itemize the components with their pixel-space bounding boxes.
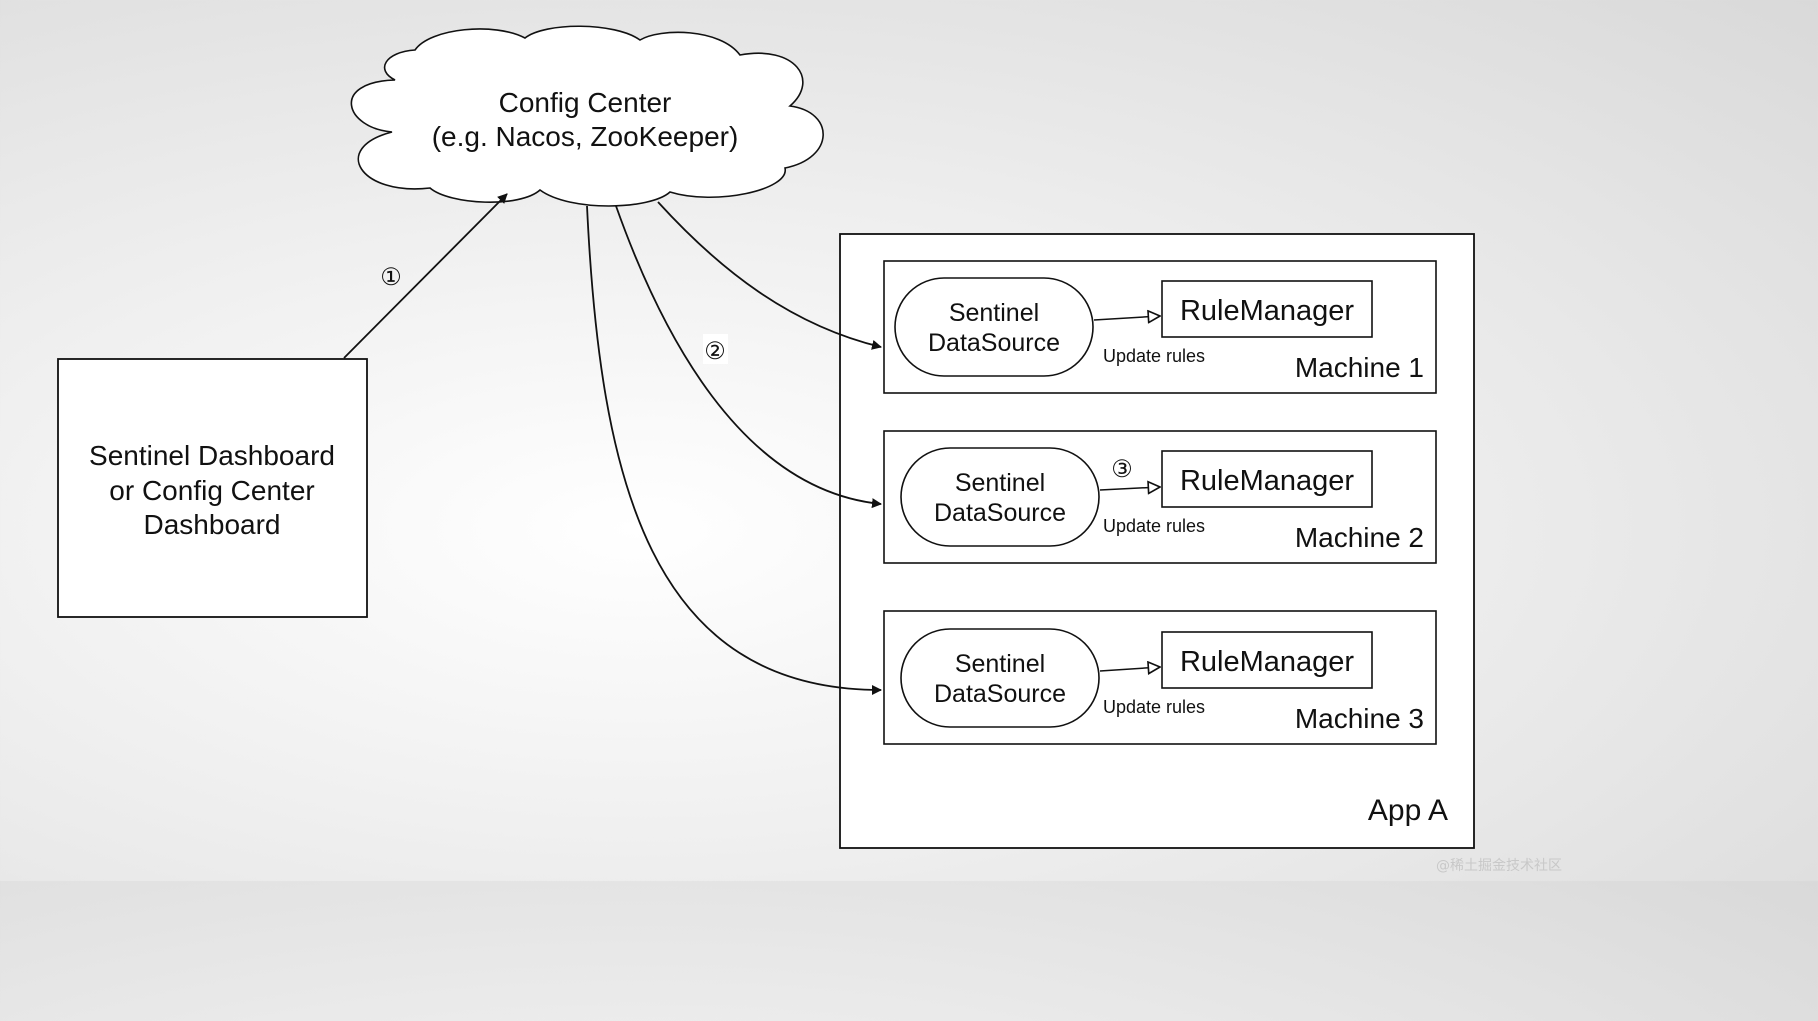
update-rules-label: Update rules bbox=[1103, 516, 1205, 536]
step-3-marker: ③ bbox=[1111, 456, 1133, 483]
step-2-marker: ② bbox=[704, 338, 726, 365]
config-center-subtitle: (e.g. Nacos, ZooKeeper) bbox=[432, 121, 739, 152]
rule-manager-node bbox=[1161, 450, 1373, 508]
dashboard-label-line3: Dashboard bbox=[144, 509, 281, 540]
update-rules-label: Update rules bbox=[1103, 346, 1205, 366]
datasource-label-line2: DataSource bbox=[934, 680, 1066, 708]
datasource-label-line2: DataSource bbox=[928, 329, 1060, 357]
machine-label: Machine 2 bbox=[1295, 522, 1424, 553]
machine-3: Sentinel DataSource RuleManager Update r… bbox=[883, 610, 1437, 745]
dashboard-box: Sentinel Dashboard or Config Center Dash… bbox=[57, 358, 368, 618]
datasource-node bbox=[900, 447, 1100, 547]
datasource-label-line1: Sentinel bbox=[955, 469, 1045, 497]
rule-manager-node bbox=[1161, 280, 1373, 338]
watermark: @稀土掘金技术社区 bbox=[1436, 858, 1562, 874]
datasource-label-line1: Sentinel bbox=[955, 650, 1045, 678]
datasource-node bbox=[900, 628, 1100, 728]
app-label: App A bbox=[1368, 794, 1448, 827]
push-rules-arrow bbox=[343, 193, 508, 359]
dashboard-label-line2: or Config Center bbox=[109, 475, 314, 506]
machine-label: Machine 1 bbox=[1295, 352, 1424, 383]
rule-manager-label: RuleManager bbox=[1180, 465, 1354, 497]
update-rules-arrow bbox=[1099, 487, 1160, 490]
datasource-label-line2: DataSource bbox=[934, 499, 1066, 527]
push-to-machine-3-arrow bbox=[586, 205, 882, 695]
rule-manager-label: RuleManager bbox=[1180, 295, 1354, 327]
config-center-title: Config Center bbox=[499, 87, 672, 118]
step-2-marker-bg bbox=[703, 334, 728, 364]
machine-label: Machine 3 bbox=[1295, 703, 1424, 734]
push-to-machine-2-arrow bbox=[615, 205, 882, 509]
rule-manager-node bbox=[1161, 631, 1373, 689]
update-rules-label: Update rules bbox=[1103, 697, 1205, 717]
datasource-node bbox=[894, 277, 1094, 377]
step-1-marker: ① bbox=[380, 264, 402, 291]
machine-1: Sentinel DataSource RuleManager Update r… bbox=[883, 260, 1437, 394]
config-center-cloud: Config Center (e.g. Nacos, ZooKeeper) bbox=[350, 25, 824, 207]
push-to-machine-1-arrow bbox=[657, 201, 882, 350]
architecture-diagram: Config Center (e.g. Nacos, ZooKeeper) Se… bbox=[57, 25, 1475, 849]
update-rules-arrow bbox=[1093, 316, 1160, 320]
machine-2: Sentinel DataSource RuleManager Update r… bbox=[883, 430, 1437, 564]
datasource-label-line1: Sentinel bbox=[949, 299, 1039, 327]
rule-manager-label: RuleManager bbox=[1180, 646, 1354, 678]
dashboard-label-line1: Sentinel Dashboard bbox=[89, 440, 335, 471]
update-rules-arrow bbox=[1099, 667, 1160, 671]
